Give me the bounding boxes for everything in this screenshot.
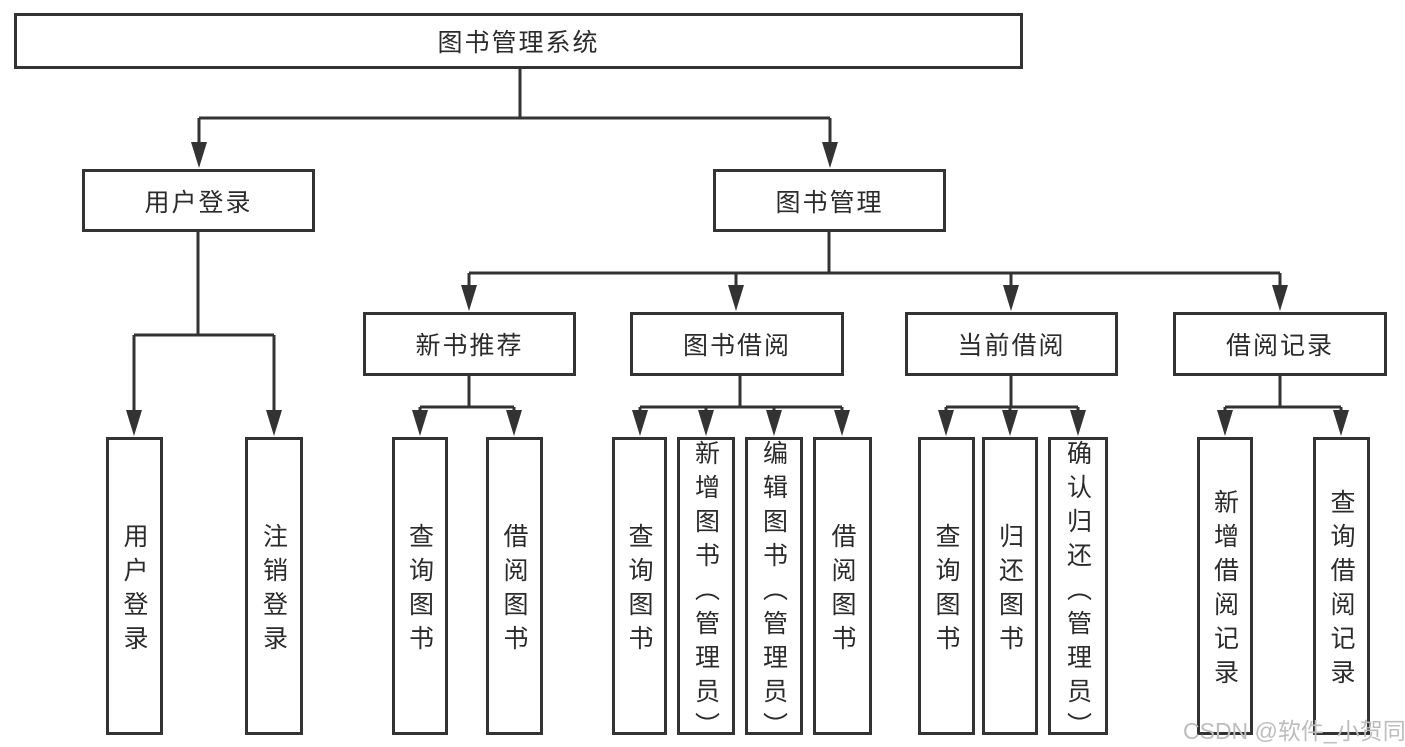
leaf-user-login: 用户登录	[106, 437, 163, 735]
leaf-confirm-return-admin: 确认归还（管理员）	[1048, 437, 1108, 746]
leaf-add-book-admin: 新增图书（管理员）	[677, 437, 735, 746]
node-user-login: 用户登录	[82, 169, 315, 232]
csdn-watermark: CSDN @软件_小贺同学	[1183, 718, 1405, 744]
leaf-query-books-borrowing-label: 查询图书	[625, 522, 654, 659]
leaf-borrow-books-recommend-label: 借阅图书	[500, 522, 529, 659]
leaf-query-books-current: 查询图书	[918, 437, 975, 735]
node-current-borrowing: 当前借阅	[905, 312, 1118, 376]
leaf-query-borrow-record-label: 查询借阅记录	[1327, 488, 1356, 693]
leaf-return-books: 归还图书	[982, 437, 1038, 735]
node-root: 图书管理系统	[14, 13, 1023, 69]
leaf-logout: 注销登录	[245, 437, 303, 735]
leaf-borrow-books-recommend: 借阅图书	[486, 437, 543, 735]
node-new-book-recommendation-label: 新书推荐	[415, 332, 524, 360]
leaf-query-books-current-label: 查询图书	[932, 522, 961, 659]
node-user-login-label: 用户登录	[144, 188, 253, 217]
node-borrowing-records: 借阅记录	[1173, 312, 1387, 376]
node-book-management-label: 图书管理	[775, 188, 884, 217]
leaf-query-books-recommend-label: 查询图书	[405, 522, 435, 659]
node-current-borrowing-label: 当前借阅	[957, 332, 1066, 360]
node-new-book-recommendation: 新书推荐	[363, 312, 576, 376]
leaf-borrow-books: 借阅图书	[813, 437, 872, 735]
leaf-borrow-books-label: 借阅图书	[828, 522, 857, 659]
leaf-return-books-label: 归还图书	[995, 522, 1025, 659]
leaf-confirm-return-admin-label: 确认归还（管理员）	[1063, 440, 1093, 746]
leaf-query-books-recommend: 查询图书	[392, 437, 448, 735]
node-book-management: 图书管理	[713, 169, 946, 232]
leaf-add-book-admin-label: 新增图书（管理员）	[691, 440, 721, 746]
node-book-borrowing-label: 图书借阅	[682, 332, 791, 360]
leaf-logout-label: 注销登录	[259, 522, 289, 659]
leaf-add-borrow-record-label: 新增借阅记录	[1210, 488, 1240, 693]
node-book-borrowing: 图书借阅	[630, 312, 844, 376]
node-borrowing-records-label: 借阅记录	[1225, 332, 1334, 360]
leaf-edit-book-admin-label: 编辑图书（管理员）	[759, 440, 789, 746]
leaf-query-books-borrowing: 查询图书	[612, 437, 667, 735]
leaf-edit-book-admin: 编辑图书（管理员）	[745, 437, 803, 746]
leaf-query-borrow-record: 查询借阅记录	[1313, 437, 1370, 735]
leaf-user-login-label: 用户登录	[120, 522, 149, 659]
node-root-label: 图书管理系统	[437, 29, 600, 57]
leaf-add-borrow-record: 新增借阅记录	[1197, 437, 1253, 735]
